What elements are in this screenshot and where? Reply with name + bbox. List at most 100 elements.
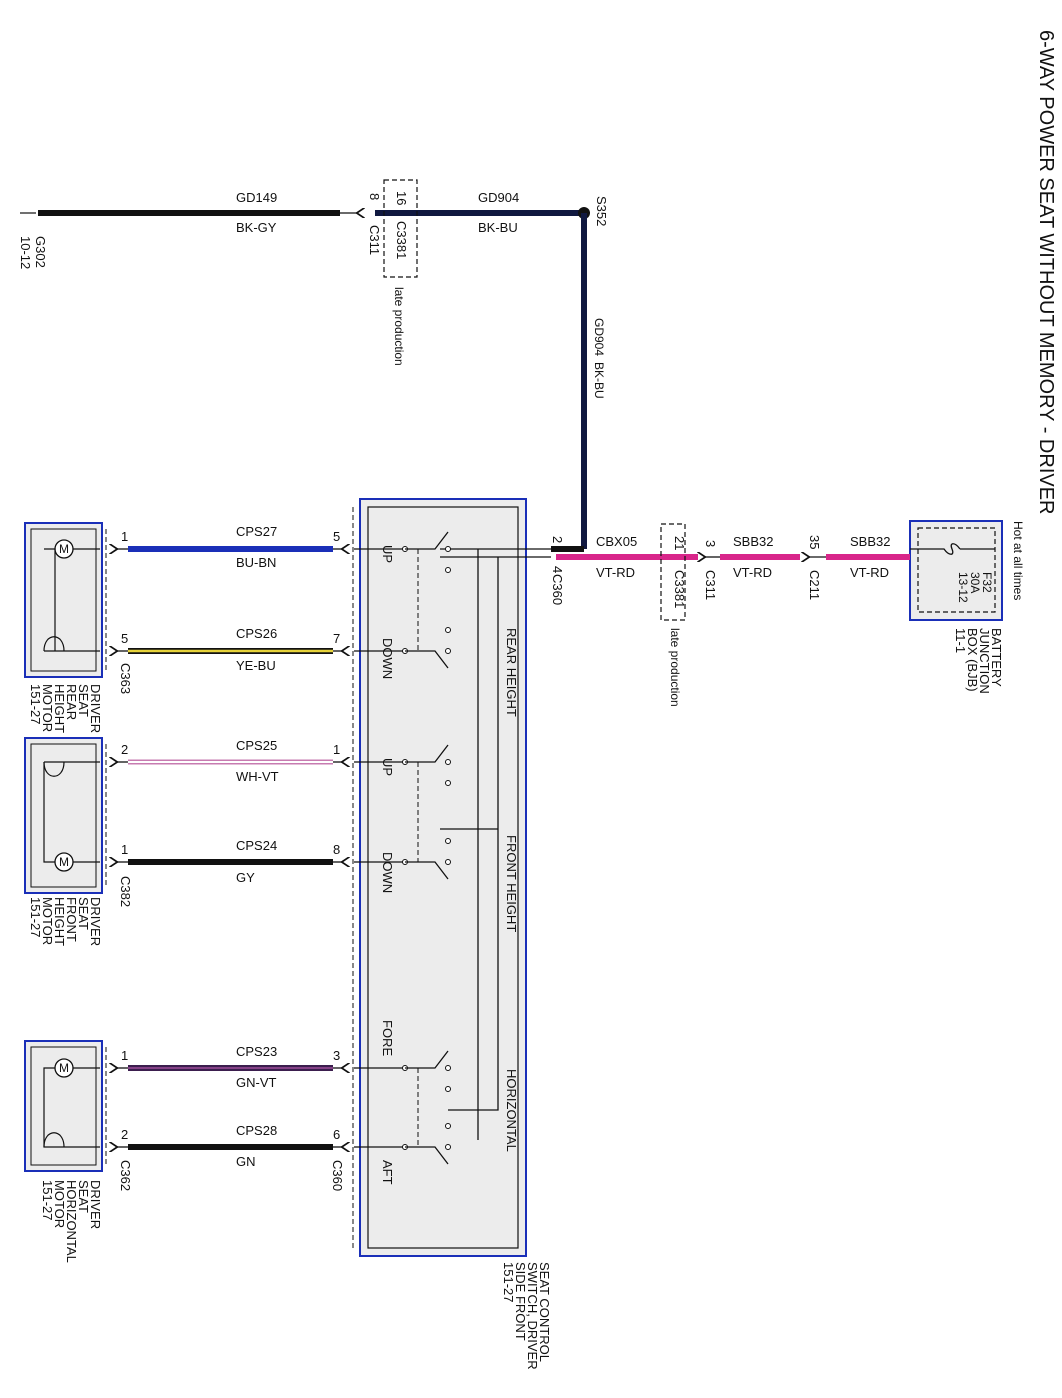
front-motor-label-5: MOTOR <box>40 897 55 945</box>
c211-pin-35: 35 <box>807 535 822 549</box>
front-motor-box <box>24 737 103 894</box>
front-up-label: UP <box>380 758 395 776</box>
front-motor-label-4: HEIGHT <box>52 897 67 946</box>
aft-label: AFT <box>380 1160 395 1185</box>
switch-contact-front-up <box>354 744 451 786</box>
rear-down-label: DOWN <box>380 638 395 679</box>
bjb-label-4: 11-1 <box>953 628 968 653</box>
cps24-color: GY <box>236 870 255 885</box>
switch-contact-front-down <box>354 838 451 880</box>
fuse-ref: 13-12 <box>956 572 970 603</box>
sbb32-a-color: VT-RD <box>850 565 889 580</box>
cbx05-color: VT-RD <box>596 565 635 580</box>
diagram-title: 6-WAY POWER SEAT WITHOUT MEMORY - DRIVER <box>1035 30 1057 515</box>
fuse-rating: 30A <box>968 572 982 593</box>
front-w2-switch-pin: 8 <box>333 842 340 857</box>
bjb-box <box>909 520 1003 621</box>
gd149-circuit: GD149 <box>236 190 277 205</box>
front-motor-m: M <box>59 855 69 869</box>
late-production-power: late production <box>668 628 682 707</box>
gd904-color: BK-BU <box>478 220 518 235</box>
front-motor-label-2: SEAT <box>76 897 91 930</box>
c211-label: C211 <box>807 570 822 600</box>
rear-motor-label-3: REAR <box>64 684 79 720</box>
horiz-w2-motor-pin: 2 <box>121 1127 128 1142</box>
c3381-ground-box <box>383 179 418 278</box>
front-motor-label-3: FRONT <box>64 897 79 942</box>
switch-label-3: SIDE FRONT <box>513 1262 528 1341</box>
front-down-label: DOWN <box>380 852 395 893</box>
sbb32-a-circuit: SBB32 <box>850 534 890 549</box>
c360-pin-4: 4 <box>550 566 565 573</box>
g302-label: G302 <box>33 236 48 268</box>
s352-label: S352 <box>594 196 609 226</box>
cps27-circuit: CPS27 <box>236 524 277 539</box>
cps23-circuit: CPS23 <box>236 1044 277 1059</box>
front-height-section: FRONT HEIGHT <box>504 835 519 932</box>
switch-label-1: SEAT CONTROL <box>537 1262 552 1362</box>
rear-motor-label-4: HEIGHT <box>52 684 67 733</box>
cps25-color: WH-VT <box>236 769 279 784</box>
horiz-motor-breaker-icon <box>43 1132 65 1148</box>
c3381-pin-16: 16 <box>394 191 409 205</box>
switch-contact-rear-up <box>354 531 451 573</box>
cps27-color: BU-BN <box>236 555 276 570</box>
rear-motor-label-2: SEAT <box>76 684 91 717</box>
c3381-power-label: C3381 <box>672 570 687 608</box>
gd904-vert-circuit: GD904 <box>592 318 606 356</box>
rear-motor-m: M <box>59 542 69 556</box>
c382-label: C382 <box>118 876 133 907</box>
cbx05-circuit: CBX05 <box>596 534 637 549</box>
horiz-w2-switch-pin: 6 <box>333 1127 340 1142</box>
bjb-inner-dash <box>917 527 996 613</box>
c3381-label: C3381 <box>394 221 409 259</box>
fuse-f32: F32 <box>980 572 994 593</box>
rear-up-label: UP <box>380 545 395 563</box>
cps24-circuit: CPS24 <box>236 838 277 853</box>
horiz-motor-label-4: MOTOR <box>52 1180 67 1228</box>
front-w1-switch-pin: 1 <box>333 742 340 757</box>
horiz-motor-label-5: 151-27 <box>40 1180 55 1220</box>
hot-at-all-times: Hot at all times <box>1011 521 1025 600</box>
gd904-circuit: GD904 <box>478 190 519 205</box>
rear-w1-switch-pin: 5 <box>333 529 340 544</box>
horiz-motor-label-1: DRIVER <box>88 1180 103 1229</box>
c360-pin-2: 2 <box>550 536 565 543</box>
c311-pin-8: 8 <box>367 193 382 200</box>
fuse-icon <box>910 543 995 555</box>
rear-motor-label-6: 151-27 <box>28 684 43 724</box>
gd904-vert-color: BK-BU <box>592 362 606 399</box>
horiz-w1-switch-pin: 3 <box>333 1048 340 1063</box>
c3381-power-box <box>660 523 686 621</box>
switch-contact-fore <box>354 1050 451 1092</box>
sbb32-b-circuit: SBB32 <box>733 534 773 549</box>
switch-power-branches <box>440 556 498 830</box>
cps28-circuit: CPS28 <box>236 1123 277 1138</box>
horiz-motor-label-2: SEAT <box>76 1180 91 1213</box>
front-w1-motor-pin: 2 <box>121 742 128 757</box>
gd149-color: BK-GY <box>236 220 277 235</box>
switch-contact-aft <box>354 1123 451 1165</box>
rear-motor-label-5: MOTOR <box>40 684 55 732</box>
switch-label-4: 151-27 <box>501 1262 516 1302</box>
c311-power-label: C311 <box>703 570 718 600</box>
horiz-motor-m: M <box>59 1061 69 1075</box>
bjb-label-3: BOX (BJB) <box>965 628 980 692</box>
bjb-label-1: BATTERY <box>989 628 1004 687</box>
g302-ref: 10-12 <box>18 236 33 269</box>
fore-label: FORE <box>380 1020 395 1056</box>
front-motor-label-6: 151-27 <box>28 897 43 937</box>
cps26-circuit: CPS26 <box>236 626 277 641</box>
c3381-power-pin: 21 <box>672 536 687 550</box>
seat-switch-inner <box>367 506 519 1249</box>
cps28-color: GN <box>236 1154 256 1169</box>
rear-motor-label-1: DRIVER <box>88 684 103 733</box>
horizontal-section: HORIZONTAL <box>504 1069 519 1152</box>
late-production-note: late production <box>392 287 406 366</box>
horiz-motor-label-3: HORIZONTAL <box>64 1180 79 1263</box>
rear-motor-breaker-icon <box>43 636 65 652</box>
cps25-circuit: CPS25 <box>236 738 277 753</box>
switch-power-bus <box>448 557 499 1111</box>
c362-label: C362 <box>118 1160 133 1191</box>
